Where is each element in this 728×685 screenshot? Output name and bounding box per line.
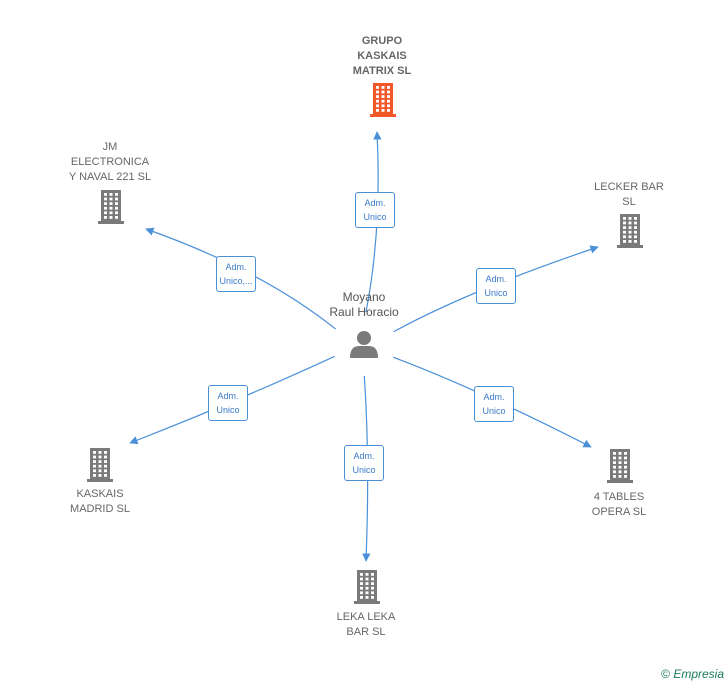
company-name-grupo[interactable]: GRUPO KASKAIS MATRIX SL — [352, 35, 412, 77]
footer-brand[interactable]: © Empresia — [661, 667, 724, 681]
company-name-kaskais[interactable]: KASKAIS MADRID SL — [70, 488, 130, 515]
edge-label-leka[interactable]: Adm. Unico — [344, 445, 384, 481]
edge-label-tables[interactable]: Adm. Unico — [474, 386, 514, 422]
building-icon-jm[interactable] — [98, 190, 124, 224]
company-name-jm[interactable]: JM ELECTRONICA Y NAVAL 221 SL — [68, 141, 152, 183]
brand-name: Empresia — [673, 667, 724, 681]
company-name-tables[interactable]: 4 TABLES OPERA SL — [591, 491, 647, 518]
building-icon-grupo[interactable] — [370, 83, 396, 117]
company-name-lecker[interactable]: LECKER BAR SL — [594, 181, 664, 208]
copyright-symbol: © — [661, 667, 670, 681]
building-icon-lecker[interactable] — [617, 214, 643, 248]
edge-label-jm[interactable]: Adm. Unico,... — [216, 256, 256, 292]
edge-label-lecker[interactable]: Adm. Unico — [476, 268, 516, 304]
company-name-leka[interactable]: LEKA LEKA BAR SL — [336, 611, 396, 638]
building-icon-kaskais[interactable] — [87, 448, 113, 482]
person-name: Moyano Raul Horacio — [329, 290, 399, 319]
edge-label-grupo[interactable]: Adm. Unico — [355, 192, 395, 228]
person-icon[interactable] — [350, 331, 378, 358]
edge-label-kaskais[interactable]: Adm. Unico — [208, 385, 248, 421]
building-icon-tables[interactable] — [607, 449, 633, 483]
building-icon-leka[interactable] — [354, 570, 380, 604]
